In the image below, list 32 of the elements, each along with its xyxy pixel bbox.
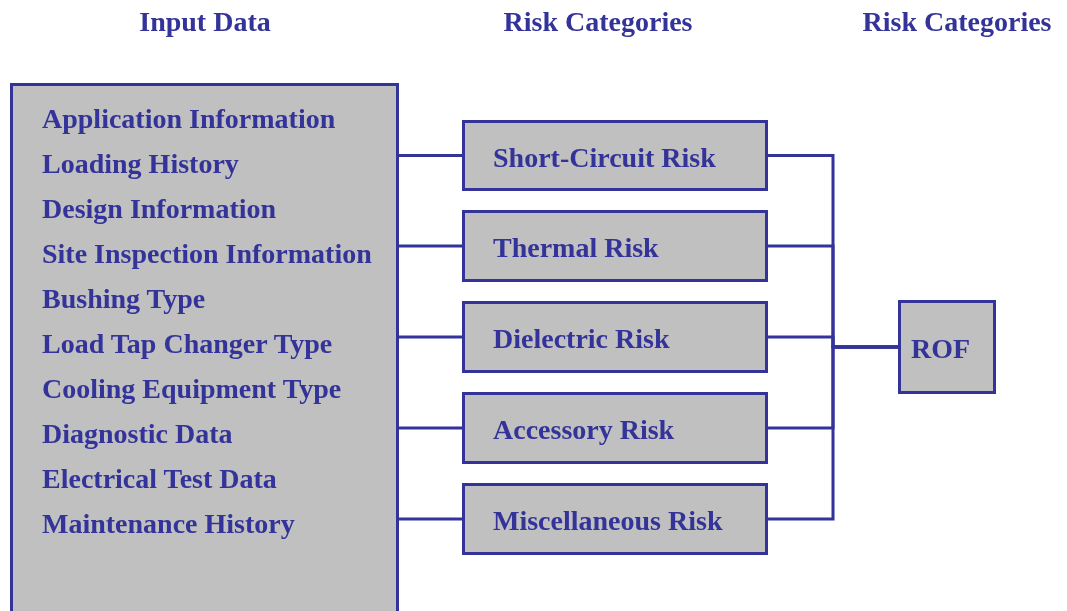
input-item: Maintenance History	[42, 507, 296, 541]
box-label: Accessory Risk	[493, 413, 676, 447]
box-label: Dielectric Risk	[493, 322, 671, 356]
input-data-box	[10, 83, 399, 611]
input-item: Cooling Equipment Type	[42, 372, 343, 406]
input-item: Load Tap Changer Type	[42, 327, 334, 361]
result-box	[898, 300, 996, 394]
column-heading: Risk Categories	[862, 6, 1052, 38]
column-heading: Risk Categories	[503, 6, 693, 38]
risk-category-box	[462, 301, 768, 373]
connector-line	[399, 244, 462, 248]
input-item: Bushing Type	[42, 282, 207, 316]
column-heading: Input Data	[139, 6, 271, 38]
connector-line	[399, 426, 462, 430]
connector-line	[399, 335, 462, 339]
risk-category-box	[462, 210, 768, 282]
box-label: Short-Circuit Risk	[493, 140, 717, 175]
input-item: Diagnostic Data	[42, 417, 234, 451]
connector-line	[768, 345, 898, 521]
connector-line	[399, 154, 462, 157]
risk-category-box	[462, 392, 768, 464]
input-item: Design Information	[42, 192, 278, 226]
input-item: Loading History	[42, 147, 240, 181]
connector-line	[399, 517, 462, 521]
risk-category-box	[462, 120, 768, 191]
box-label: Thermal Risk	[493, 231, 660, 265]
risk-category-box	[462, 483, 768, 555]
box-label: Miscellaneous Risk	[493, 504, 724, 538]
input-item: Application Information	[42, 102, 337, 136]
input-item: Electrical Test Data	[42, 462, 278, 496]
input-item: Site Inspection Information	[42, 237, 373, 271]
box-label: ROF	[911, 332, 972, 366]
